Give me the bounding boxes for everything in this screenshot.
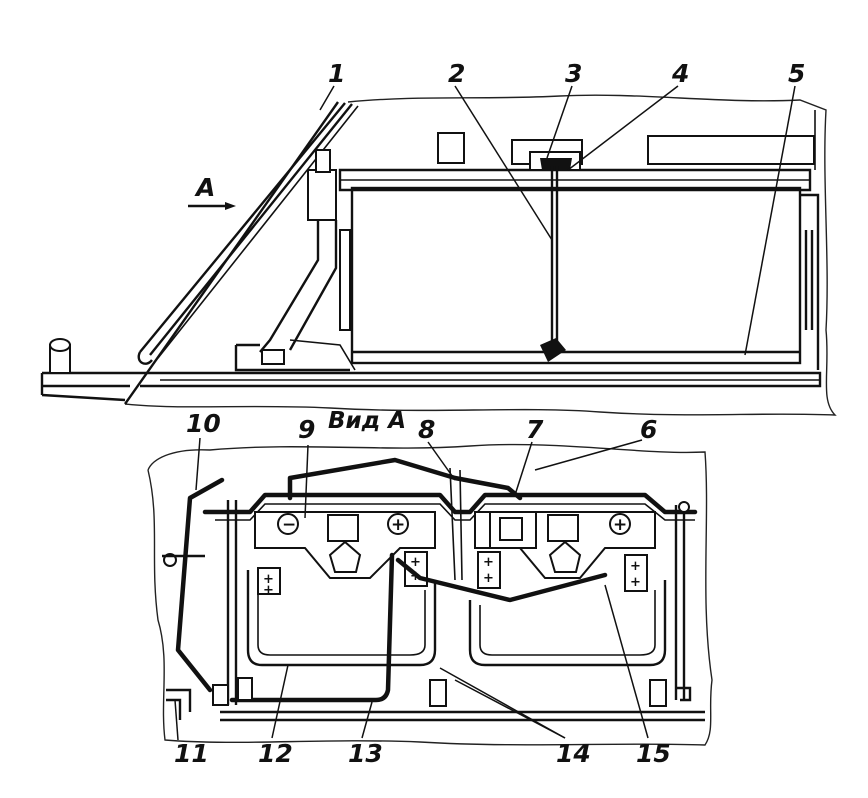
callout-6: 6 bbox=[640, 415, 657, 444]
callout-12: 12 bbox=[258, 739, 293, 768]
small-plus-8: + bbox=[630, 575, 641, 590]
frame bbox=[220, 500, 705, 722]
callout-7: 7 bbox=[526, 415, 544, 444]
callout-13: 13 bbox=[348, 739, 383, 768]
small-plus-7: + bbox=[630, 559, 641, 574]
callout-numbers: 1 2 3 4 5 6 7 8 9 10 11 12 13 14 15 bbox=[174, 59, 805, 768]
callout-2: 2 bbox=[448, 59, 465, 88]
side-view-break-outline bbox=[124, 94, 837, 416]
stop-post bbox=[49, 338, 71, 374]
callout-15: 15 bbox=[636, 739, 671, 768]
interconnect-cable bbox=[395, 557, 608, 603]
upper-cable bbox=[287, 457, 523, 501]
small-plus-3: + bbox=[410, 555, 421, 570]
floor-plate bbox=[40, 371, 822, 402]
battery-posts bbox=[437, 132, 815, 171]
battery-body bbox=[338, 168, 812, 365]
callout-8: 8 bbox=[418, 415, 435, 444]
plus-sign-left: + bbox=[391, 515, 405, 535]
minus-terminal bbox=[277, 513, 299, 535]
view-arrow: A bbox=[188, 173, 236, 210]
leader-lines bbox=[174, 85, 796, 741]
view-arrow-label: A bbox=[194, 173, 215, 202]
sloped-cover bbox=[124, 101, 359, 405]
callout-9: 9 bbox=[298, 415, 315, 444]
top-tie-bar bbox=[202, 492, 698, 515]
plus-sign-right: + bbox=[613, 515, 627, 535]
callout-10: 10 bbox=[186, 409, 221, 438]
callout-5: 5 bbox=[788, 59, 805, 88]
right-battery: + + + + + bbox=[468, 511, 667, 667]
right-bracket bbox=[800, 110, 820, 370]
callout-3: 3 bbox=[565, 59, 582, 88]
left-battery: − + + + + + bbox=[246, 511, 437, 667]
view-a-break-outline bbox=[147, 443, 713, 746]
view-title: Вид А bbox=[328, 408, 406, 434]
plus-terminal bbox=[387, 513, 409, 535]
hold-down-strap bbox=[175, 477, 225, 693]
callout-1: 1 bbox=[328, 59, 345, 88]
callout-14: 14 bbox=[556, 739, 591, 768]
left-bracket bbox=[234, 149, 356, 372]
small-plus-5: + bbox=[483, 555, 494, 570]
small-plus-6: + bbox=[483, 571, 494, 586]
callout-4: 4 bbox=[671, 59, 689, 88]
ground-cable bbox=[229, 552, 395, 703]
small-plus-1: + bbox=[263, 572, 274, 587]
cable-8 bbox=[449, 467, 463, 581]
view-a: Вид А − + + + + bbox=[147, 408, 713, 746]
bottom-bolt-left bbox=[212, 684, 229, 706]
tie-rod bbox=[540, 166, 566, 362]
side-view: A bbox=[40, 94, 837, 416]
small-plus-2: + bbox=[263, 583, 274, 598]
plus-terminal-right bbox=[609, 513, 631, 535]
callout-11: 11 bbox=[174, 739, 209, 768]
minus-sign: − bbox=[282, 515, 296, 535]
